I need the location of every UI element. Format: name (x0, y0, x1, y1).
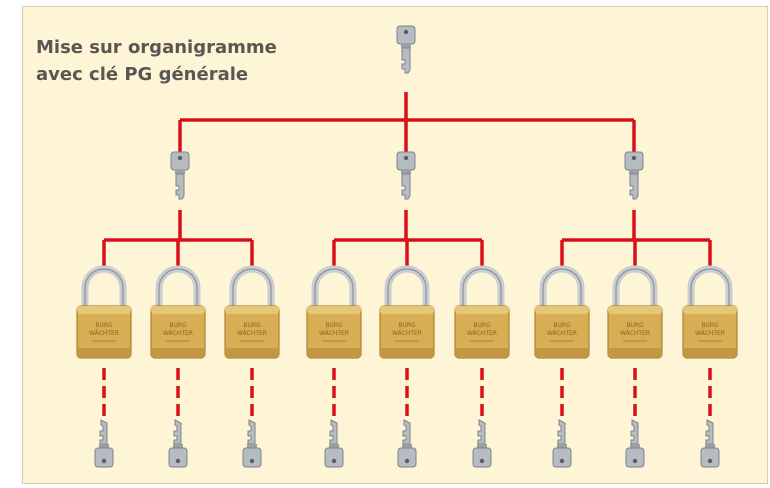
padlock-key-icon-7 (552, 419, 572, 468)
padlock-brand-top: BURG (626, 322, 644, 329)
padlock-brand-bottom: WÄCHTER (620, 330, 650, 337)
padlock-brand-bottom: WÄCHTER (89, 330, 119, 337)
title-line-2: avec clé PG générale (36, 64, 249, 85)
padlock-key-icon-3 (242, 419, 262, 468)
padlock-brand-bottom: WÄCHTER (319, 330, 349, 337)
master-key-icon (396, 25, 416, 74)
padlock-brand-top: BURG (95, 322, 113, 329)
padlock-brand-top: BURG (553, 322, 571, 329)
padlock-brand-bottom: WÄCHTER (467, 330, 497, 337)
padlock-brand-top: BURG (398, 322, 416, 329)
padlock-key-icon-5 (397, 419, 417, 468)
padlock-brand-top: BURG (473, 322, 491, 329)
padlock-brand-bottom: WÄCHTER (695, 330, 725, 337)
padlock-key-icon-9 (700, 419, 720, 468)
padlock-brand-bottom: WÄCHTER (547, 330, 577, 337)
padlock-brand-top: BURG (325, 322, 343, 329)
title-line-1: Mise sur organigramme (36, 37, 277, 58)
padlock-key-icon-8 (625, 419, 645, 468)
padlock-brand-top: BURG (243, 322, 261, 329)
padlock-brand-top: BURG (169, 322, 187, 329)
group-key-icon-3 (624, 151, 644, 200)
padlock-brand-bottom: WÄCHTER (392, 330, 422, 337)
group-key-icon-1 (170, 151, 190, 200)
padlock-key-icon-2 (168, 419, 188, 468)
diagram-panel (22, 6, 768, 484)
padlock-brand-top: BURG (701, 322, 719, 329)
group-key-icon-2 (396, 151, 416, 200)
padlock-key-icon-6 (472, 419, 492, 468)
padlock-brand-bottom: WÄCHTER (237, 330, 267, 337)
padlock-key-icon-1 (94, 419, 114, 468)
diagram-title: Mise sur organigramme avec clé PG généra… (36, 34, 277, 88)
padlock-key-icon-4 (324, 419, 344, 468)
padlock-brand-bottom: WÄCHTER (163, 330, 193, 337)
